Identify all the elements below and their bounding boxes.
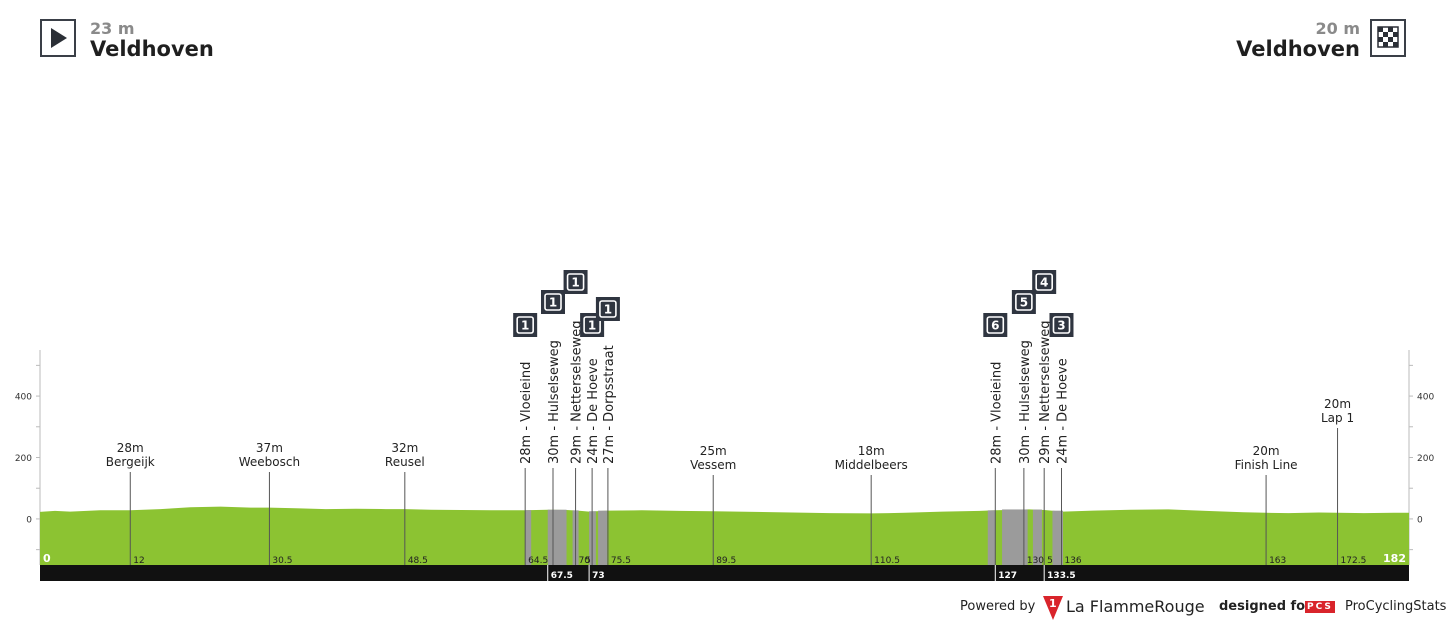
right-y-tick-label: 200 bbox=[1417, 454, 1434, 464]
start-town: Veldhoven bbox=[90, 37, 214, 61]
terrain-area bbox=[40, 506, 1409, 565]
sector-badge-inner-frame bbox=[1015, 293, 1033, 311]
flame-logo-icon bbox=[1043, 596, 1063, 620]
sector-badge-inner-frame bbox=[1035, 273, 1053, 291]
pcs-name: ProCyclingStats bbox=[1345, 599, 1447, 614]
left-y-tick-label: 200 bbox=[15, 454, 32, 464]
sector-badge-inner-frame bbox=[516, 316, 534, 334]
cobbled-sector-area bbox=[987, 510, 996, 565]
designed-for-label: designed for bbox=[1219, 599, 1312, 614]
location-distance-label: 30.5 bbox=[272, 556, 292, 566]
location-name: Bergeijk bbox=[106, 455, 155, 469]
location-name: Vessem bbox=[690, 458, 736, 472]
sector-badge-number: 1 bbox=[571, 276, 579, 290]
distance-end-label: 182 bbox=[1383, 552, 1406, 565]
sector-distance-label: 64.5 bbox=[528, 556, 548, 566]
finish-town: Veldhoven bbox=[1236, 37, 1360, 61]
location-elevation: 18m bbox=[858, 444, 885, 458]
location-distance-label: 89.5 bbox=[716, 556, 736, 566]
location-name: Finish Line bbox=[1235, 458, 1298, 472]
sector-label: 28m - Vloeieind bbox=[989, 362, 1004, 464]
location-name: Weebosch bbox=[239, 455, 300, 469]
distance-band: 0 182 67.5 73 127 5 133.5 bbox=[40, 552, 1409, 581]
sector-label: 30m - Hulselseweg bbox=[1018, 340, 1033, 464]
finish-flag-icon bbox=[1370, 19, 1406, 57]
sector-distance-label: 5 bbox=[1047, 556, 1053, 566]
checkered-flag-icon bbox=[1377, 26, 1399, 48]
right-y-tick-label: 0 bbox=[1417, 515, 1423, 525]
location-elevation: 20m bbox=[1253, 444, 1280, 458]
location-name: Reusel bbox=[385, 455, 425, 469]
la-flamme-rouge-logo: 1 bbox=[1043, 596, 1063, 620]
cobbled-sector-area bbox=[1002, 509, 1028, 565]
sector-badge-number: 6 bbox=[991, 319, 999, 333]
sector-label: 24m - De Hoeve bbox=[1055, 358, 1070, 464]
location-elevation: 25m bbox=[700, 444, 727, 458]
inline-distance-label: 5 bbox=[585, 556, 591, 566]
cobbled-sector-area bbox=[1032, 509, 1042, 565]
sector-badge-inner-frame bbox=[544, 293, 562, 311]
band-distance-label: 127 bbox=[998, 571, 1017, 581]
cobbled-sector-area bbox=[1052, 510, 1063, 565]
location-elevation: 28m bbox=[117, 441, 144, 455]
location-distance-label: 48.5 bbox=[408, 556, 428, 566]
sector-label: 29m - Netterselseweg bbox=[1038, 321, 1053, 464]
location-distance-label: 172.5 bbox=[1341, 556, 1367, 566]
play-icon bbox=[51, 28, 67, 48]
sector-label: 27m - Dorpsstraat bbox=[602, 345, 617, 464]
sector-distance-label: 75.5 bbox=[611, 556, 631, 566]
sector-badge-inner-frame bbox=[583, 316, 601, 334]
location-name: Lap 1 bbox=[1321, 411, 1354, 425]
cobbled-sector-area bbox=[525, 510, 532, 565]
brand-name: La FlammeRouge bbox=[1066, 597, 1205, 616]
left-y-tick-label: 400 bbox=[15, 393, 32, 403]
location-elevation: 32m bbox=[391, 441, 418, 455]
sector-badge-number: 1 bbox=[549, 296, 557, 310]
distance-start-label: 0 bbox=[43, 552, 51, 565]
sector-label: 24m - De Hoeve bbox=[586, 358, 601, 464]
sector-badge-inner-frame bbox=[1052, 316, 1071, 334]
start-elevation: 23 m bbox=[90, 19, 135, 38]
brand-rouge: Rouge bbox=[1154, 597, 1205, 616]
location-elevation: 37m bbox=[256, 441, 283, 455]
sector-distance-label: 70 bbox=[579, 556, 591, 566]
start-flag-icon bbox=[40, 19, 76, 57]
sector-distance-label: 136 bbox=[1064, 556, 1081, 566]
sector-distance-label: 130 bbox=[1027, 556, 1044, 566]
pcs-mark: PCS bbox=[1305, 601, 1335, 613]
sector-badge-inner-frame bbox=[599, 300, 617, 318]
cobbled-sector-area bbox=[547, 509, 567, 565]
sector-badge-number: 1 bbox=[588, 319, 596, 333]
location-elevation: 20m bbox=[1324, 397, 1351, 411]
sector-badge-inner-frame bbox=[566, 273, 585, 291]
sector-badge-number: 3 bbox=[1057, 319, 1065, 333]
cobbled-sector-area bbox=[598, 510, 608, 565]
location-distance-label: 12 bbox=[133, 556, 144, 566]
distance-band-bar bbox=[40, 565, 1409, 581]
powered-by-label: Powered by bbox=[960, 599, 1036, 614]
pcs-logo: PCS bbox=[1305, 601, 1335, 613]
brand-la: La Flamme bbox=[1066, 597, 1155, 616]
sector-badge-number: 5 bbox=[1020, 296, 1028, 310]
band-distance-label: 67.5 bbox=[551, 571, 573, 581]
location-distance-label: 163 bbox=[1269, 556, 1286, 566]
band-distance-label: 133.5 bbox=[1047, 571, 1075, 581]
sector-label: 29m - Netterselseweg bbox=[570, 321, 585, 464]
sector-badge-number: 1 bbox=[604, 303, 612, 317]
finish-elevation: 20 m bbox=[1315, 19, 1360, 38]
sector-badge-inner-frame bbox=[986, 316, 1005, 334]
brand-mark: 1 bbox=[1049, 597, 1057, 610]
sector-badge-number: 4 bbox=[1040, 276, 1048, 290]
sector-label: 30m - Hulselseweg bbox=[547, 340, 562, 464]
left-y-tick-label: 0 bbox=[26, 515, 32, 525]
location-distance-label: 110.5 bbox=[874, 556, 900, 566]
band-distance-label: 73 bbox=[592, 571, 605, 581]
sector-badge-number: 1 bbox=[521, 319, 529, 333]
sector-label: 28m - Vloeieind bbox=[519, 362, 534, 464]
right-y-tick-label: 400 bbox=[1417, 393, 1434, 403]
location-name: Middelbeers bbox=[835, 458, 908, 472]
